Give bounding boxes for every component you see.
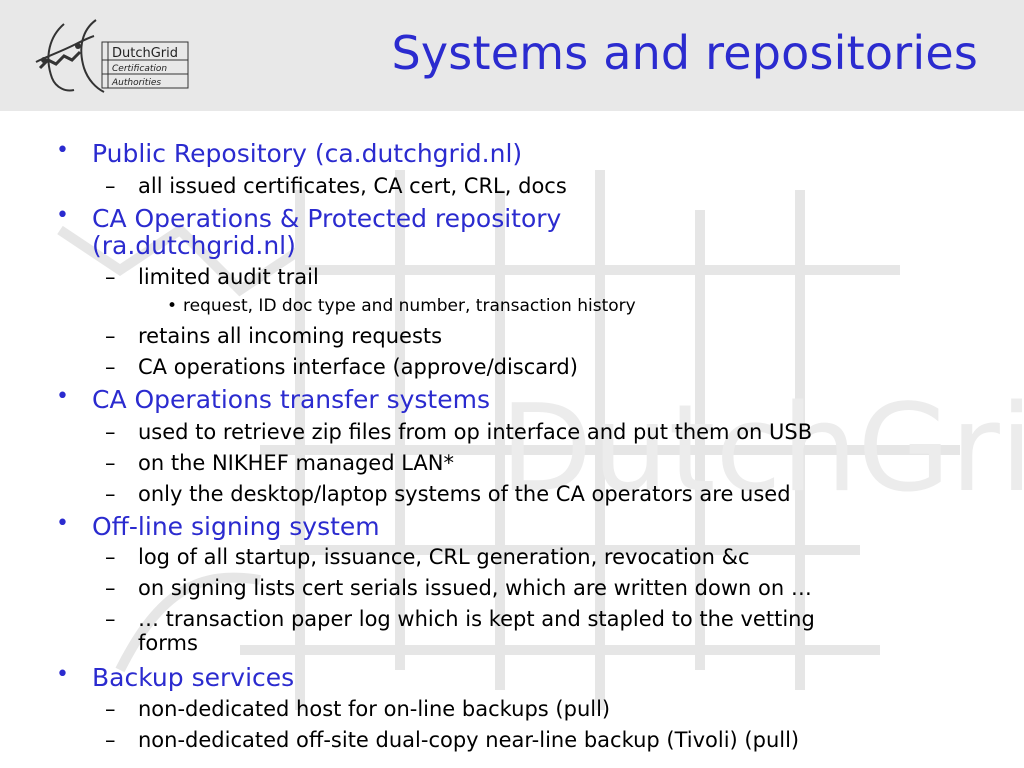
bullet-offline-signing: Off-line signing system (92, 512, 380, 541)
logo-subtitle-2: Authorities (111, 78, 161, 88)
bullet-public-repository: Public Repository (ca.dutchgrid.nl) (92, 139, 523, 168)
slide-title: Systems and repositories (391, 26, 978, 80)
sub-bullet-offsite-backup: non-dedicated off-site dual-copy near-li… (138, 728, 800, 752)
dash-marker: – (105, 576, 116, 600)
dash-marker: – (105, 265, 116, 289)
dash-marker: – (105, 420, 116, 444)
sub-bullet-audit-trail: limited audit trail (138, 265, 319, 289)
dash-marker: – (105, 174, 116, 198)
dash-marker: – (105, 697, 116, 721)
sub-bullet-nikhef-lan: on the NIKHEF managed LAN* (138, 451, 454, 475)
sub-bullet-online-backups: non-dedicated host for on-line backups (… (138, 697, 611, 721)
bullet-marker: • (56, 384, 69, 409)
bullet-marker: • (56, 662, 69, 687)
bullet-marker: • (56, 203, 69, 228)
sub-bullet-operations-interface: CA operations interface (approve/discard… (138, 355, 578, 379)
bullet-marker: • (56, 138, 69, 163)
bullet-ca-operations-line2: (ra.dutchgrid.nl) (92, 231, 296, 260)
sub-sub-bullet-request: request, ID doc type and number, transac… (183, 296, 636, 316)
sub-bullet-desktop-laptop: only the desktop/laptop systems of the C… (138, 482, 791, 506)
logo-subtitle-1: Certification (112, 64, 167, 74)
sub-bullet-issued-certs: all issued certificates, CA cert, CRL, d… (138, 174, 567, 198)
sub-bullet-retains-requests: retains all incoming requests (138, 324, 443, 348)
dutchgrid-logo: DutchGrid Certification Authorities (35, 19, 189, 93)
bullet-marker: • (56, 511, 69, 536)
sub-bullet-retrieve-zip: used to retrieve zip files from op inter… (138, 420, 813, 444)
dash-marker: – (105, 355, 116, 379)
sub-bullet-signing-lists: on signing lists cert serials issued, wh… (138, 576, 812, 600)
bullet-ca-operations-line1: CA Operations & Protected repository (92, 204, 562, 233)
slide-header: DutchGrid Certification Authorities Syst… (0, 0, 1024, 111)
dash-marker: – (105, 324, 116, 348)
dash-marker: – (105, 451, 116, 475)
dash-marker: – (105, 482, 116, 506)
sub-bullet-paper-log-line1: … transaction paper log which is kept an… (138, 607, 815, 631)
bullet-marker-small: • (167, 296, 178, 316)
sub-bullet-paper-log-line2: forms (138, 631, 198, 655)
bullet-transfer-systems: CA Operations transfer systems (92, 385, 490, 414)
dash-marker: – (105, 607, 116, 631)
dash-marker: – (105, 545, 116, 569)
bullet-backup-services: Backup services (92, 663, 295, 692)
dash-marker: – (105, 728, 116, 752)
sub-bullet-startup-log: log of all startup, issuance, CRL genera… (138, 545, 750, 569)
logo-title: DutchGrid (112, 46, 178, 61)
